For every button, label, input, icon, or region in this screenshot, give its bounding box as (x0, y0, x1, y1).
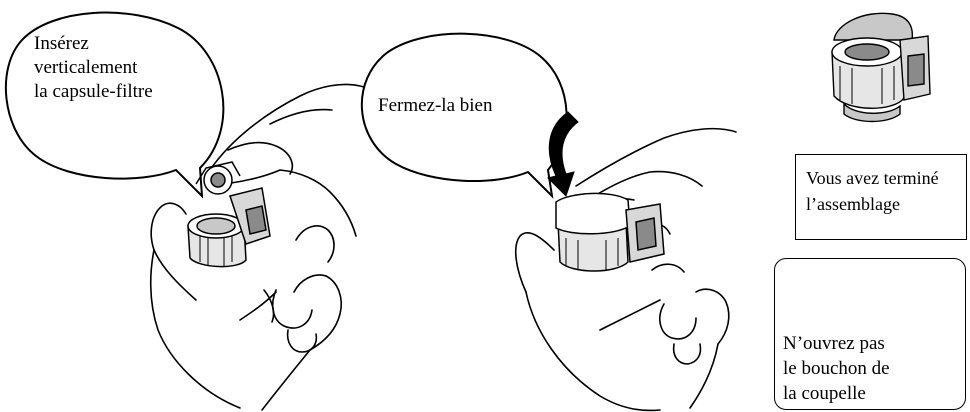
step1-callout-line: verticalement (34, 56, 153, 80)
step2-illustration (362, 34, 736, 411)
warning-box: N’ouvrez pas le bouchon de la coupelle (774, 258, 966, 410)
completed-note-box: Vous avez terminé l’assemblage (795, 154, 967, 240)
completed-note-text: Vous avez terminé l’assemblage (806, 165, 939, 217)
warning-text: N’ouvrez pas le bouchon de la coupelle (783, 331, 890, 406)
warning-line: la coupelle (783, 381, 890, 406)
step1-callout-line: Insérez (34, 32, 153, 56)
step2-callout-text: Fermez-la bien (378, 94, 492, 118)
step2-filter-capsule (556, 193, 664, 271)
step2-callout-line: Fermez-la bien (378, 94, 492, 118)
step1-callout-text: Insérez verticalement la capsule-filtre (34, 32, 153, 104)
completed-note-line: l’assemblage (806, 191, 939, 217)
warning-line: le bouchon de (783, 356, 890, 381)
completed-note-line: Vous avez terminé (806, 165, 939, 191)
step1-callout-line: la capsule-filtre (34, 80, 153, 104)
warning-line: N’ouvrez pas (783, 331, 890, 356)
completed-capsule-image (832, 13, 930, 121)
